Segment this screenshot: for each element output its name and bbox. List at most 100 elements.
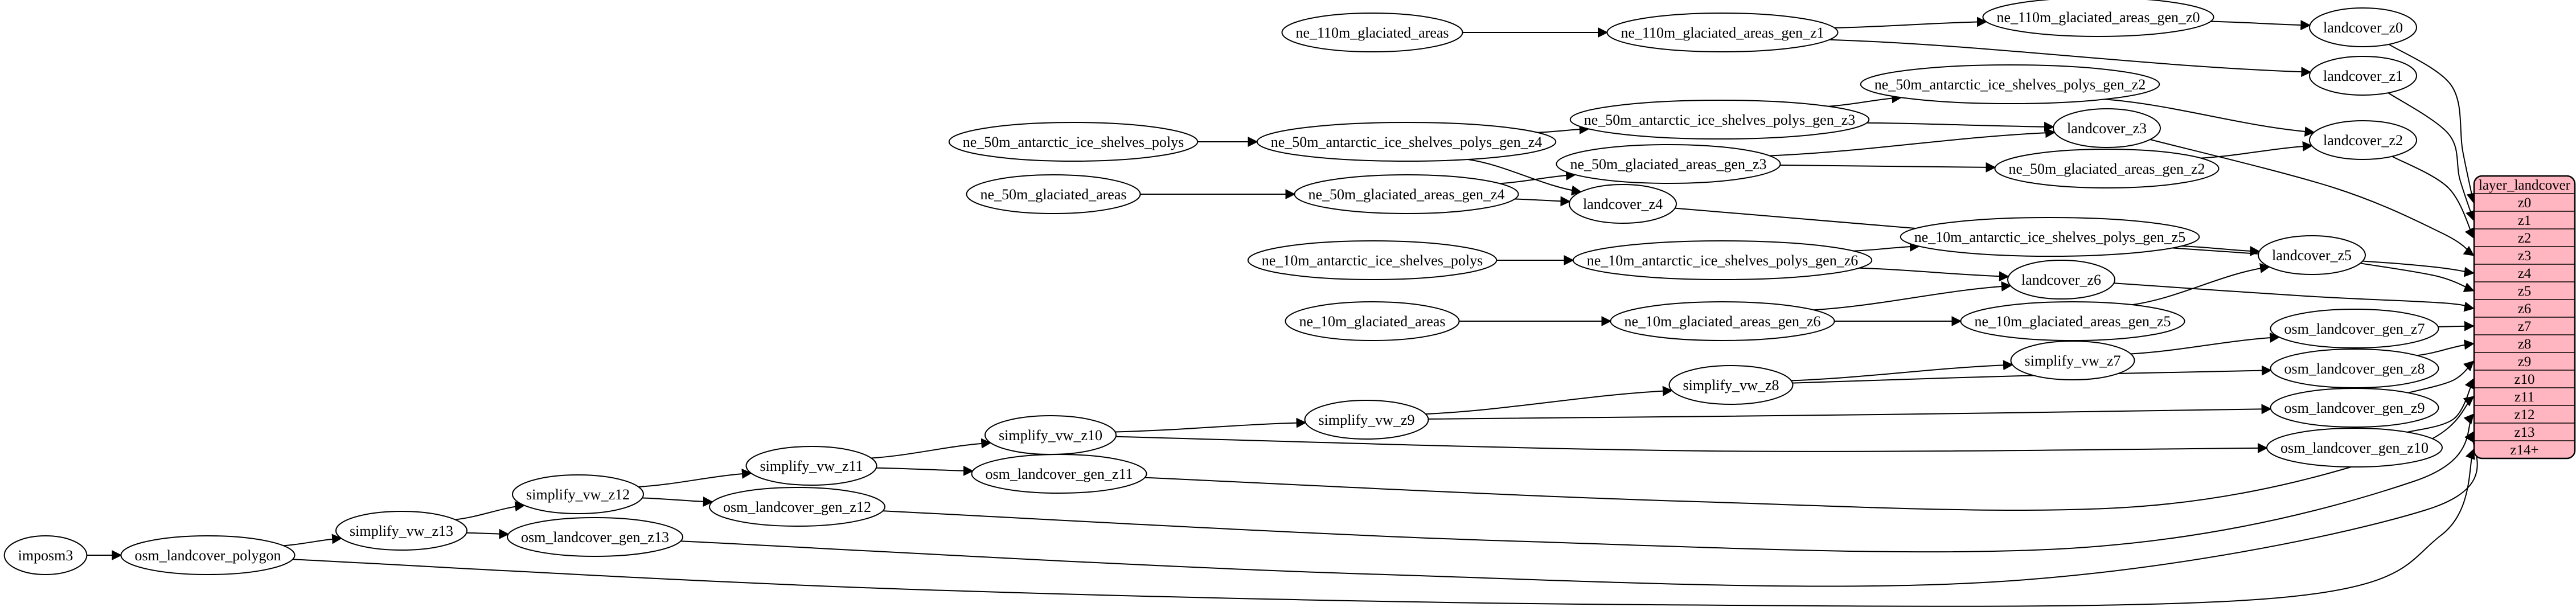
edge-simplify_vw_z13-to-osm_landcover_gen_z13 xyxy=(466,528,510,539)
table-title: layer_landcover xyxy=(2479,178,2571,193)
node-osm_landcover_gen_z10: osm_landcover_gen_z10 xyxy=(2266,428,2443,468)
node-label-ne_50m_glaciated_areas_gen_z2: ne_50m_glaciated_areas_gen_z2 xyxy=(2008,161,2205,177)
edge-ne_50m_antarctic_ice_shelves_polys_gen_z2-to-landcover_z2 xyxy=(2105,99,2315,137)
node-label-landcover_z6: landcover_z6 xyxy=(2021,272,2101,288)
edge-ne_50m_antarctic_ice_shelves_polys_gen_z3-to-landcover_z3 xyxy=(1867,121,2054,132)
node-ellipse-ne_110m_glaciated_areas_gen_z1 xyxy=(1606,13,1839,52)
edge-landcover_z3-to-z3 xyxy=(2150,139,2475,256)
node-ellipse-ne_110m_glaciated_areas xyxy=(1281,13,1463,52)
node-ellipse-ne_10m_glaciated_areas_gen_z5 xyxy=(1960,301,2185,341)
node-label-ne_10m_antarctic_ice_shelves_polys: ne_10m_antarctic_ice_shelves_polys xyxy=(1262,252,1483,269)
node-label-ne_50m_antarctic_ice_shelves_polys: ne_50m_antarctic_ice_shelves_polys xyxy=(963,134,1184,150)
node-label-ne_50m_antarctic_ice_shelves_polys_gen_z2: ne_50m_antarctic_ice_shelves_polys_gen_z… xyxy=(1874,76,2146,93)
node-label-landcover_z1: landcover_z1 xyxy=(2323,68,2403,84)
node-label-imposm3: imposm3 xyxy=(18,547,73,564)
edge-simplify_vw_z8-to-simplify_vw_z7 xyxy=(1791,360,2013,382)
node-simplify_vw_z11: simplify_vw_z11 xyxy=(745,446,877,486)
edge-ne_50m_glaciated_areas_gen_z3-to-ne_50m_glaciated_areas_gen_z2 xyxy=(1780,162,1996,173)
node-ne_50m_glaciated_areas_gen_z4: ne_50m_glaciated_areas_gen_z4 xyxy=(1294,174,1519,214)
edge-simplify_vw_z11-to-simplify_vw_z10 xyxy=(871,438,992,459)
node-ellipse-ne_10m_antarctic_ice_shelves_polys_gen_z5 xyxy=(1900,217,2200,257)
table-layer: layer_landcoverz0z1z2z3z4z5z6z7z8z9z10z1… xyxy=(2473,175,2576,460)
edge-landcover_z6-to-z6 xyxy=(2114,282,2475,312)
node-landcover_z4: landcover_z4 xyxy=(1568,184,1677,224)
node-ellipse-simplify_vw_z9 xyxy=(1304,400,1429,440)
edge-simplify_vw_z8-to-osm_landcover_gen_z8 xyxy=(1792,365,2272,384)
nodes-layer: imposm3 osm_landcover_polygon simplify_vw_… xyxy=(3,0,2443,575)
node-landcover_z1: landcover_z1 xyxy=(2308,56,2418,96)
edge-ne_50m_antarctic_ice_shelves_polys_gen_z4-to-landcover_z4 xyxy=(1467,159,1582,196)
node-ellipse-osm_landcover_gen_z7 xyxy=(2270,309,2439,348)
node-label-osm_landcover_gen_z9: osm_landcover_gen_z9 xyxy=(2284,400,2425,416)
edge-simplify_vw_z10-to-osm_landcover_gen_z10 xyxy=(1115,436,2268,453)
node-label-landcover_z0: landcover_z0 xyxy=(2323,19,2403,36)
node-ellipse-landcover_z3 xyxy=(2052,108,2161,148)
node-ellipse-ne_50m_glaciated_areas xyxy=(966,174,1141,214)
node-ellipse-landcover_z6 xyxy=(2007,260,2116,300)
node-simplify_vw_z10: simplify_vw_z10 xyxy=(985,415,1117,455)
edge-simplify_vw_z11-to-osm_landcover_gen_z11 xyxy=(876,465,974,476)
node-ne_50m_antarctic_ice_shelves_polys: ne_50m_antarctic_ice_shelves_polys xyxy=(948,122,1199,162)
node-simplify_vw_z9: simplify_vw_z9 xyxy=(1304,400,1429,440)
table-row-z4: z4 xyxy=(2518,266,2532,281)
edge-landcover_z2-to-z2 xyxy=(2392,155,2474,239)
node-ellipse-imposm3 xyxy=(3,535,88,575)
node-label-ne_50m_antarctic_ice_shelves_polys_gen_z4: ne_50m_antarctic_ice_shelves_polys_gen_z… xyxy=(1271,134,1543,150)
node-label-osm_landcover_gen_z8: osm_landcover_gen_z8 xyxy=(2284,360,2425,377)
node-label-osm_landcover_polygon: osm_landcover_polygon xyxy=(134,547,281,564)
edge-ne_50m_glaciated_areas_gen_z4-to-ne_50m_glaciated_areas_gen_z3 xyxy=(1499,170,1577,184)
edge-simplify_vw_z12-to-simplify_vw_z11 xyxy=(638,468,752,487)
node-ellipse-landcover_z0 xyxy=(2308,7,2418,47)
node-ellipse-ne_50m_antarctic_ice_shelves_polys_gen_z2 xyxy=(1860,64,2160,104)
node-ellipse-ne_50m_antarctic_ice_shelves_polys_gen_z4 xyxy=(1256,122,1557,162)
edge-simplify_vw_z9-to-osm_landcover_gen_z9 xyxy=(1428,404,2272,420)
node-ne_50m_antarctic_ice_shelves_polys_gen_z3: ne_50m_antarctic_ice_shelves_polys_gen_z… xyxy=(1569,100,1870,140)
node-label-ne_10m_glaciated_areas_gen_z5: ne_10m_glaciated_areas_gen_z5 xyxy=(1974,313,2171,330)
node-label-osm_landcover_gen_z7: osm_landcover_gen_z7 xyxy=(2284,321,2425,337)
edge-osm_landcover_polygon-to-simplify_vw_z13 xyxy=(283,534,343,547)
node-ellipse-osm_landcover_gen_z10 xyxy=(2266,428,2443,468)
edge-ne_10m_antarctic_ice_shelves_polys_gen_z6-to-ne_10m_antarctic_ice_shelves_polys_gen_z5 xyxy=(1853,241,1920,252)
node-label-ne_10m_glaciated_areas_gen_z6: ne_10m_glaciated_areas_gen_z6 xyxy=(1624,313,1820,330)
node-osm_landcover_polygon: osm_landcover_polygon xyxy=(120,535,296,575)
node-landcover_z2: landcover_z2 xyxy=(2308,120,2418,160)
node-ne_50m_antarctic_ice_shelves_polys_gen_z2: ne_50m_antarctic_ice_shelves_polys_gen_z… xyxy=(1860,64,2160,104)
node-ellipse-ne_50m_antarctic_ice_shelves_polys xyxy=(948,122,1199,162)
node-landcover_z5: landcover_z5 xyxy=(2257,235,2366,275)
node-ne_110m_glaciated_areas_gen_z0: ne_110m_glaciated_areas_gen_z0 xyxy=(1982,0,2214,37)
edge-ne_10m_glaciated_areas_gen_z6-to-landcover_z6 xyxy=(1814,281,2012,311)
node-simplify_vw_z13: simplify_vw_z13 xyxy=(335,511,467,551)
table-layer_landcover: layer_landcoverz0z1z2z3z4z5z6z7z8z9z10z1… xyxy=(2473,175,2576,460)
node-label-ne_10m_antarctic_ice_shelves_polys_gen_z5: ne_10m_antarctic_ice_shelves_polys_gen_z… xyxy=(1914,229,2186,245)
node-ellipse-osm_landcover_gen_z12 xyxy=(709,487,885,527)
edge-ne_10m_glaciated_areas_gen_z5-to-landcover_z5 xyxy=(2132,263,2271,306)
node-label-simplify_vw_z12: simplify_vw_z12 xyxy=(526,486,630,503)
node-label-ne_50m_glaciated_areas_gen_z4: ne_50m_glaciated_areas_gen_z4 xyxy=(1308,186,1504,203)
table-row-z7: z7 xyxy=(2518,319,2532,334)
node-label-simplify_vw_z13: simplify_vw_z13 xyxy=(350,523,453,539)
node-ellipse-ne_10m_antarctic_ice_shelves_polys_gen_z6 xyxy=(1572,240,1873,280)
node-ellipse-osm_landcover_polygon xyxy=(120,535,296,575)
node-label-ne_110m_glaciated_areas_gen_z0: ne_110m_glaciated_areas_gen_z0 xyxy=(1996,9,2200,26)
node-label-ne_110m_glaciated_areas: ne_110m_glaciated_areas xyxy=(1295,24,1449,41)
node-osm_landcover_gen_z7: osm_landcover_gen_z7 xyxy=(2270,309,2439,348)
edge-ne_50m_glaciated_areas_gen_z3-to-landcover_z3 xyxy=(1769,128,2056,157)
edge-simplify_vw_z13-to-simplify_vw_z12 xyxy=(455,501,526,520)
node-label-ne_10m_antarctic_ice_shelves_polys_gen_z6: ne_10m_antarctic_ice_shelves_polys_gen_z… xyxy=(1587,252,1859,269)
table-row-z6: z6 xyxy=(2518,301,2532,317)
node-label-osm_landcover_gen_z12: osm_landcover_gen_z12 xyxy=(723,499,871,515)
node-osm_landcover_gen_z12: osm_landcover_gen_z12 xyxy=(709,487,885,527)
node-ellipse-osm_landcover_gen_z13 xyxy=(507,517,683,557)
node-ellipse-landcover_z2 xyxy=(2308,120,2418,160)
node-ne_110m_glaciated_areas_gen_z1: ne_110m_glaciated_areas_gen_z1 xyxy=(1606,13,1839,52)
node-ellipse-simplify_vw_z8 xyxy=(1668,365,1794,405)
node-label-simplify_vw_z8: simplify_vw_z8 xyxy=(1683,377,1779,393)
edge-landcover_z1-to-z1 xyxy=(2388,92,2476,222)
edge-landcover_z5-to-z5 xyxy=(2360,263,2475,292)
edge-osm_landcover_gen_z9-to-z9 xyxy=(2407,360,2475,393)
edge-ne_10m_antarctic_ice_shelves_polys_gen_z6-to-landcover_z6 xyxy=(1859,267,2009,282)
table-row-z10: z10 xyxy=(2514,372,2534,387)
node-landcover_z6: landcover_z6 xyxy=(2007,260,2116,300)
